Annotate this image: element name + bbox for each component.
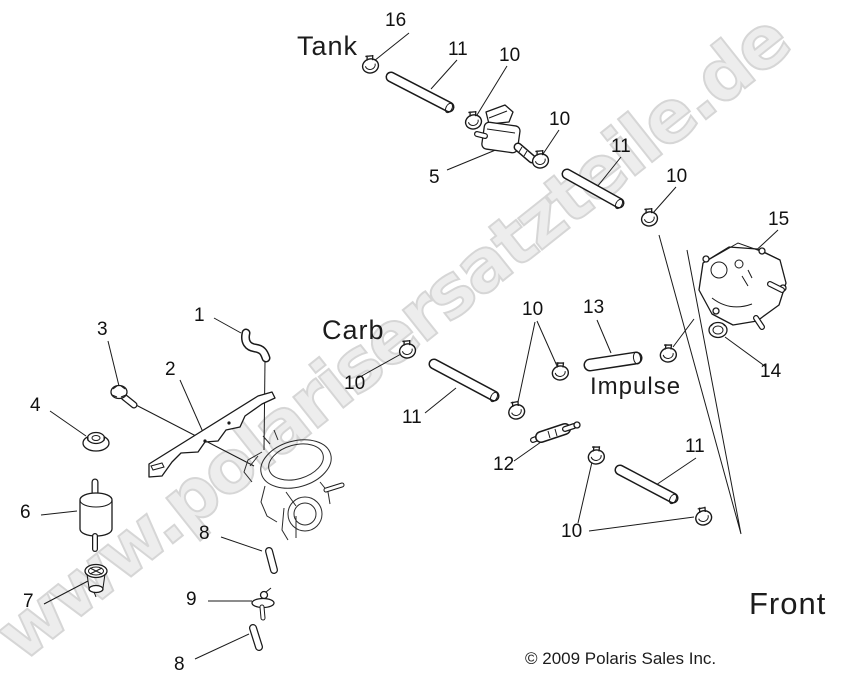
callout-6: 6 [20,502,31,523]
fuel-hoses [385,71,679,505]
nut [708,321,728,339]
bolt [110,384,138,409]
callout-4: 4 [30,395,41,416]
callout-1: 1 [194,305,205,326]
callout-9: 9 [186,589,197,610]
callout-15: 15 [768,209,790,230]
bracket [148,391,276,478]
tee-fitting [251,587,275,621]
callout-11-pump-hose: 11 [685,436,705,457]
callout-2: 2 [165,359,176,380]
fuel-pump [698,242,787,330]
callout-10-carb: 10 [344,373,366,394]
callout-14: 14 [760,361,782,382]
label-front: Front [749,586,827,621]
leader-lines [40,32,779,660]
callout-12: 12 [493,454,515,475]
callout-16: 16 [385,10,407,31]
label-carb: Carb [322,315,385,345]
callout-10-b: 10 [549,109,571,130]
label-impulse: Impulse [590,373,682,400]
callout-10-a: 10 [499,45,521,66]
elbow-hose [241,328,271,363]
callout-11-carb-hose: 11 [402,407,422,428]
copyright-notice: © 2009 Polaris Sales Inc. [525,649,717,668]
callout-10-bottom: 10 [561,521,583,542]
callout-13: 13 [583,297,605,318]
strainer [84,563,108,598]
inline-filter [530,421,581,443]
callout-11-valve-hose: 11 [611,136,631,157]
callout-7: 7 [23,591,34,612]
hose-clamps [359,52,715,528]
callout-5: 5 [429,167,440,188]
callout-11-tank-hose: 11 [448,39,468,60]
callout-8-upper: 8 [199,523,210,544]
label-tank: Tank [297,31,359,61]
flange-nut [82,431,110,452]
callout-10-c: 10 [666,166,688,187]
callout-3: 3 [97,319,108,340]
callout-10-pair: 10 [522,299,544,320]
vent-tubes [249,547,278,651]
carburetor [243,429,345,541]
fuel-filter [79,478,113,552]
fuel-valve [474,104,537,164]
callout-8-lower: 8 [174,654,185,675]
